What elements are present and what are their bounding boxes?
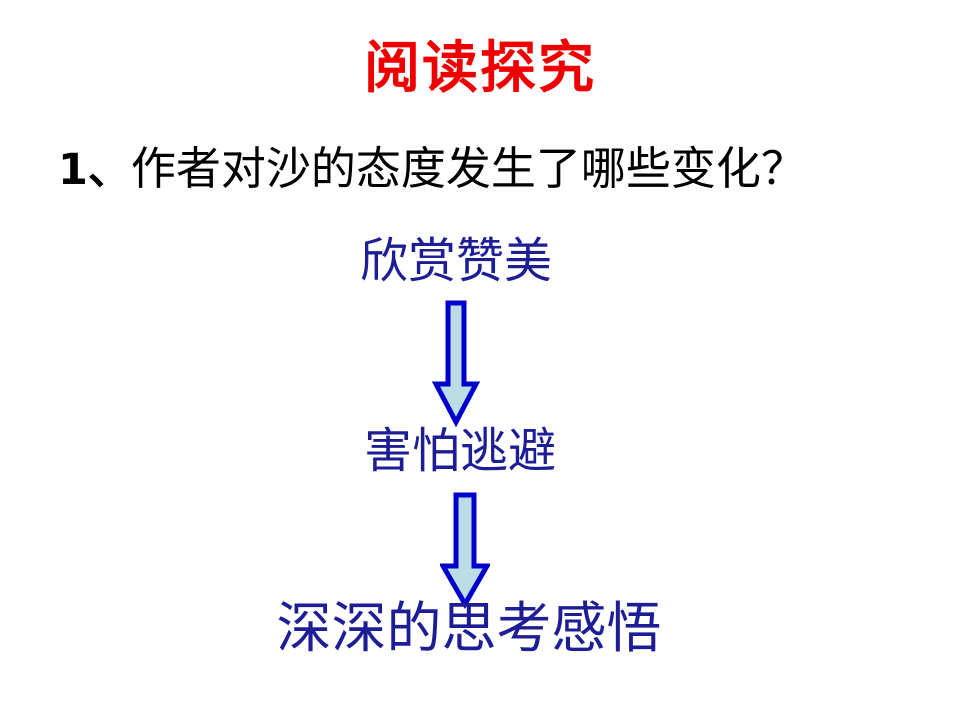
down-arrow-icon [438, 492, 492, 614]
flow-step-label-2: 害怕逃避 [363, 423, 556, 479]
question-number: 1、 [58, 145, 131, 195]
question-text: 作者对沙的态度发生了哪些变化？ [130, 142, 806, 195]
question-line: 1、作者对沙的态度发生了哪些变化？ [58, 140, 806, 199]
flow-step-label-1: 欣赏赞美 [359, 233, 552, 289]
page-title: 阅读探究 [364, 36, 596, 101]
flow-step-label-3: 深深的思考感悟 [276, 596, 662, 660]
down-arrow-icon [431, 300, 481, 432]
